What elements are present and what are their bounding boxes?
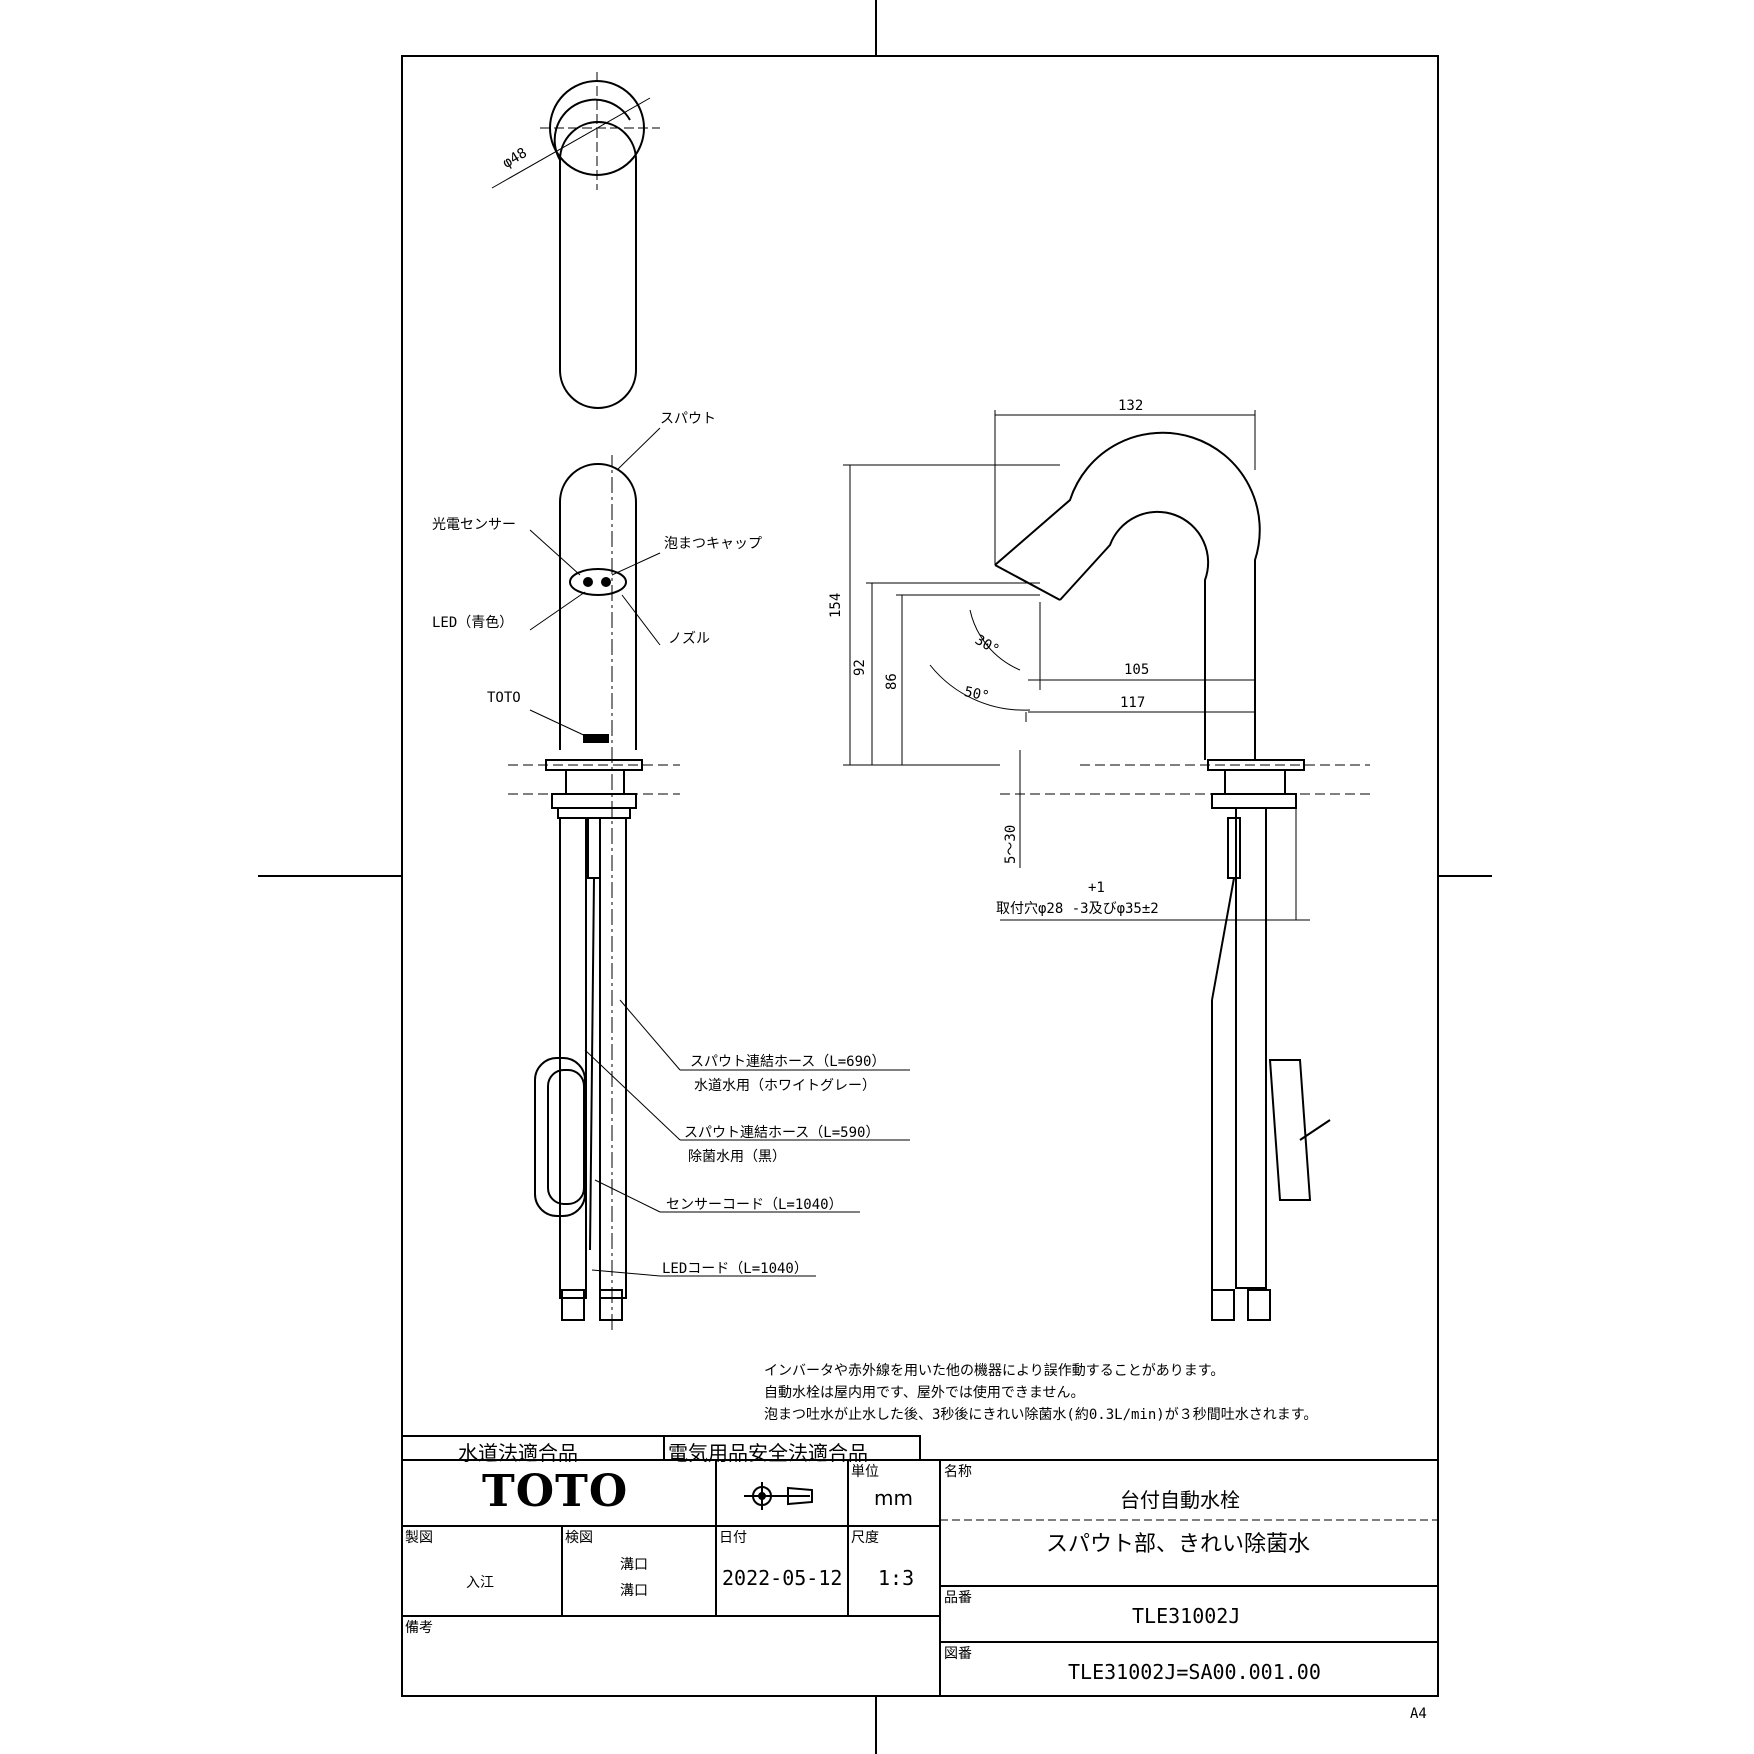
sensor-cord-label: センサーコード（L=1040） bbox=[666, 1197, 843, 1213]
tolerance-plus: +1 bbox=[1088, 880, 1105, 896]
date-value: 2022-05-12 bbox=[722, 1566, 843, 1590]
note-1: インバータや赤外線を用いた他の機器により誤作動することがあります。 bbox=[764, 1363, 1225, 1379]
hose-tap-label-1: スパウト連結ホース（L=690） bbox=[690, 1054, 886, 1070]
brand-mark-label: TOTO bbox=[487, 690, 521, 706]
photo-sensor-label: 光電センサー bbox=[432, 517, 516, 533]
dim-92: 92 bbox=[852, 659, 868, 676]
dim-5-30: 5～30 bbox=[1003, 824, 1019, 864]
dim-117: 117 bbox=[1120, 695, 1146, 711]
side-view bbox=[994, 431, 1370, 1321]
scale-value: 1:3 bbox=[878, 1566, 915, 1590]
front-view bbox=[508, 455, 680, 1330]
leader-lines bbox=[529, 427, 910, 1277]
electrical-compliance: 電気用品安全法適合品 bbox=[668, 1441, 868, 1465]
hose-tap-label-2: 水道水用（ホワイトグレー） bbox=[694, 1078, 876, 1094]
checked-label: 検図 bbox=[565, 1530, 593, 1546]
hose-sanitizer-label-2: 除菌水用（黒） bbox=[688, 1149, 786, 1165]
drawing-number-value: TLE31002J=SA00.001.00 bbox=[1068, 1660, 1321, 1684]
drawing-number-label: 図番 bbox=[944, 1646, 972, 1662]
name-value-2: スパウト部、きれい除菌水 bbox=[1046, 1532, 1311, 1557]
dim-154: 154 bbox=[828, 592, 844, 618]
remarks-label: 備考 bbox=[405, 1620, 433, 1636]
name-label: 名称 bbox=[944, 1464, 972, 1480]
checked-value-1: 溝口 bbox=[620, 1557, 648, 1573]
foam-cap-label: 泡まつキャップ bbox=[664, 536, 762, 552]
title-block-grid bbox=[401, 1435, 1438, 1696]
hose-sanitizer-label-1: スパウト連結ホース（L=590） bbox=[684, 1125, 880, 1141]
sheet-border bbox=[258, 0, 1492, 1754]
led-blue-label: LED（青色） bbox=[432, 615, 514, 631]
drawn-label: 製図 bbox=[405, 1530, 433, 1546]
dim-132: 132 bbox=[1118, 398, 1144, 414]
dim-105: 105 bbox=[1124, 662, 1150, 678]
drawn-value: 入江 bbox=[466, 1575, 494, 1591]
note-2: 自動水栓は屋内用です、屋外では使用できません。 bbox=[764, 1385, 1085, 1401]
scale-label: 尺度 bbox=[851, 1530, 879, 1546]
checked-value-2: 溝口 bbox=[620, 1583, 648, 1599]
part-number-value: TLE31002J bbox=[1132, 1604, 1241, 1628]
spout-label: スパウト bbox=[660, 411, 716, 427]
sheet-size-label: A4 bbox=[1410, 1706, 1427, 1722]
name-value-1: 台付自動水栓 bbox=[1120, 1488, 1240, 1512]
mounting-hole-label: 取付穴φ28 -3及びφ35±2 bbox=[996, 901, 1159, 917]
dim-86: 86 bbox=[884, 673, 900, 690]
note-3: 泡まつ吐水が止水した後、3秒後にきれい除菌水(約0.3L/min)が３秒間吐水さ… bbox=[764, 1407, 1318, 1423]
date-label: 日付 bbox=[719, 1530, 747, 1546]
top-view bbox=[491, 72, 660, 409]
water-law-compliance: 水道法適合品 bbox=[458, 1441, 578, 1465]
led-cord-label: LEDコード（L=1040） bbox=[662, 1261, 808, 1277]
part-number-label: 品番 bbox=[944, 1590, 972, 1606]
toto-logo: TOTO bbox=[482, 1466, 629, 1517]
dimension-lines bbox=[843, 410, 1310, 921]
nozzle-label: ノズル bbox=[668, 631, 710, 647]
unit-label: 単位 bbox=[851, 1464, 879, 1480]
unit-value: mm bbox=[874, 1486, 913, 1510]
